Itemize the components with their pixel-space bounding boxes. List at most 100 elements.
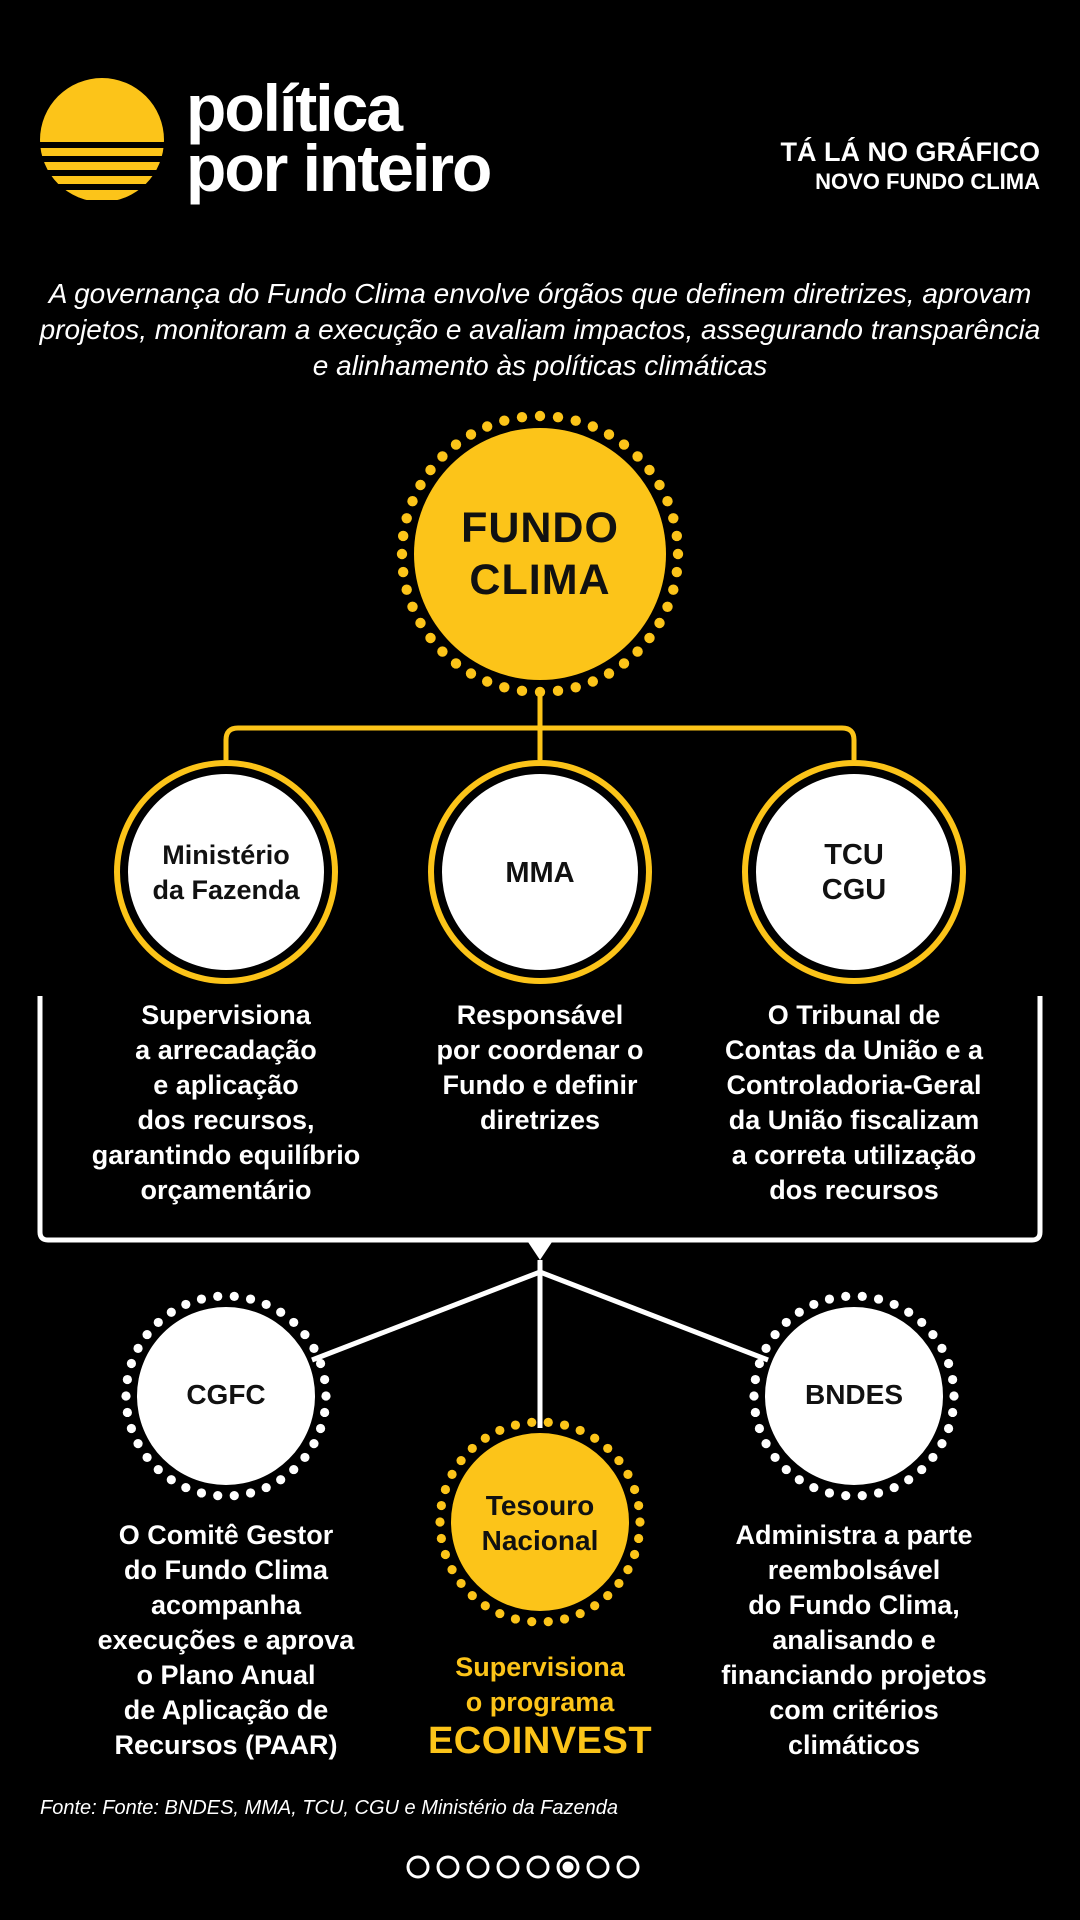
ring-dot [857,1491,867,1501]
ring-dot [401,513,412,524]
ring-dot [320,1374,330,1385]
ring-dot [575,1608,585,1619]
ring-dot [603,1443,613,1454]
node-circle [137,1307,315,1485]
kicker-label: TÁ LÁ NO GRÁFICO [780,137,1040,167]
ring-dot [632,646,643,657]
ring-dot [543,1617,553,1627]
page-dot[interactable] [616,1855,640,1879]
node-ministerio-fazenda [114,760,338,984]
page-dot-active[interactable] [556,1855,580,1879]
ring-dot [632,451,643,462]
page-dot[interactable] [406,1855,430,1879]
page-dot[interactable] [436,1855,460,1879]
ring-dot [450,439,462,450]
node-label-ministerio-fazenda: Ministério da Fazenda [152,840,300,905]
ring-dot [857,1291,867,1301]
ring-dot [510,1614,521,1624]
ring-dot [480,1433,490,1443]
ring-dot [480,1601,490,1611]
ring-dot [873,1488,884,1498]
page-dot[interactable] [496,1855,520,1879]
ring-dot [570,415,581,426]
ring-dot [396,548,408,560]
ring-dot [889,1299,899,1310]
ring-dot [781,1464,791,1475]
page-dot[interactable] [466,1855,490,1879]
ring-dot [623,1469,633,1480]
ring-dot [229,1491,239,1501]
ring-dot [126,1423,137,1434]
ring-dot [276,1475,286,1485]
node-label-tcu-cgu: TCU CGU [821,839,887,906]
ring-dot [407,601,418,613]
page-dot[interactable] [526,1855,550,1879]
ring-dot [671,530,683,542]
ring-dot [794,1475,804,1485]
ring-dot [534,410,546,422]
ring-dot [559,1420,570,1430]
source-note: Fonte: Fonte: BNDES, MMA, TCU, CGU e Min… [40,1797,618,1819]
ring-dot [181,1299,191,1310]
ring-dot [841,1491,851,1501]
ring-dot [516,685,528,697]
ring-dot [928,1329,938,1340]
node-label-tesouro-nacional: Tesouro Nacional [481,1490,599,1556]
ring-dot [754,1423,765,1434]
fundo-clima-label: FUNDO CLIMA [400,502,680,606]
ring-dot [629,1484,640,1495]
center-line-1: FUNDO [461,504,619,552]
page-dot[interactable] [586,1855,610,1879]
ring-dot [889,1482,899,1493]
ring-dot [552,411,564,423]
ring-dot [447,1469,457,1480]
ring-dot [276,1307,286,1317]
brand-line-2: por inteiro [186,131,492,205]
ring-dot [166,1307,176,1317]
node-circle [765,1307,943,1485]
intro-text: A governança do Fundo Clima envolve órgã… [39,278,1041,381]
ring-dot [315,1358,326,1369]
ring-dot [407,495,418,507]
tier1-connectors [223,690,857,760]
ring-dot [629,1549,640,1560]
ring-dot [587,421,599,432]
node-label-bndes: BNDES [804,1379,903,1410]
ring-dot [425,464,436,476]
ring-dot [289,1317,299,1328]
ring-dot [750,1374,760,1385]
ring-dot [634,1533,644,1544]
ring-dot [467,1590,477,1601]
ring-dot [917,1464,927,1475]
page-subtitle: NOVO FUNDO CLIMA [815,169,1040,194]
node-mma [428,760,652,984]
ring-dot [824,1294,835,1304]
node-cgfc [121,1291,331,1501]
ring-dot [153,1317,163,1328]
ring-dot [809,1299,819,1310]
bracket-pointer [528,1242,552,1260]
ring-dot [754,1358,765,1369]
ring-dot [618,658,630,669]
ring-dot [321,1391,331,1401]
ring-dot [809,1482,819,1493]
ring-dot [397,566,409,578]
ring-dot [126,1358,137,1369]
header-kicker: TÁ LÁ NO GRÁFICO NOVO FUNDO CLIMA [781,136,1040,196]
ring-dot [587,676,599,687]
ring-dot [415,479,426,491]
ring-dot [447,1564,457,1575]
ring-dot [510,1420,521,1430]
ring-dot [320,1407,330,1418]
node-label-cgfc: CGFC [186,1379,266,1410]
ring-dot [904,1475,914,1485]
ring-dot [397,530,409,542]
ring-dot [937,1343,947,1354]
ring-dot [153,1464,163,1475]
ring-dot [527,1617,537,1627]
ring-dot [662,601,673,613]
ring-dot [499,682,510,693]
center-line-2: CLIMA [469,556,611,604]
